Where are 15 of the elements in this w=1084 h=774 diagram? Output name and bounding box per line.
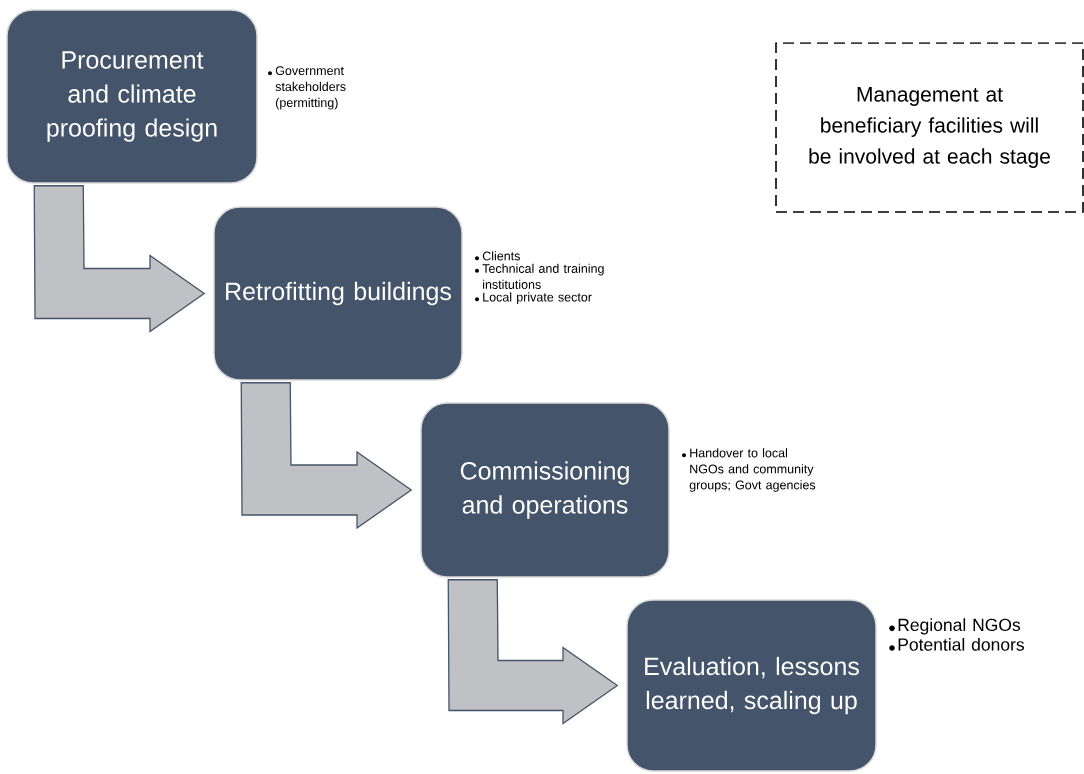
note-box: Management at beneficiary facilities will be involved at each stage <box>775 42 1084 213</box>
bullet-item: Local private sector <box>475 292 592 304</box>
bullet-item: Regional NGOs <box>889 618 1021 635</box>
bullet-item: Handover to local NGOs and community groups; Govt agencies <box>682 448 816 492</box>
bullet-item: Technical and training institutions <box>475 263 604 289</box>
process-box: Procurement and climate proofing design <box>6 9 258 184</box>
bullet-item: Potential donors <box>889 637 1024 651</box>
process-box: Evaluation, lessons learned, scaling up <box>626 599 877 772</box>
block-arrow <box>33 185 206 333</box>
bullet-item: Clients <box>475 251 520 261</box>
process-box: Commissioning and operations <box>420 402 670 578</box>
bullet-item: Government stakeholders (permitting) <box>268 66 346 110</box>
process-box: Retrofitting buildings <box>213 206 463 381</box>
block-arrow <box>447 579 619 725</box>
block-arrow <box>240 382 413 530</box>
